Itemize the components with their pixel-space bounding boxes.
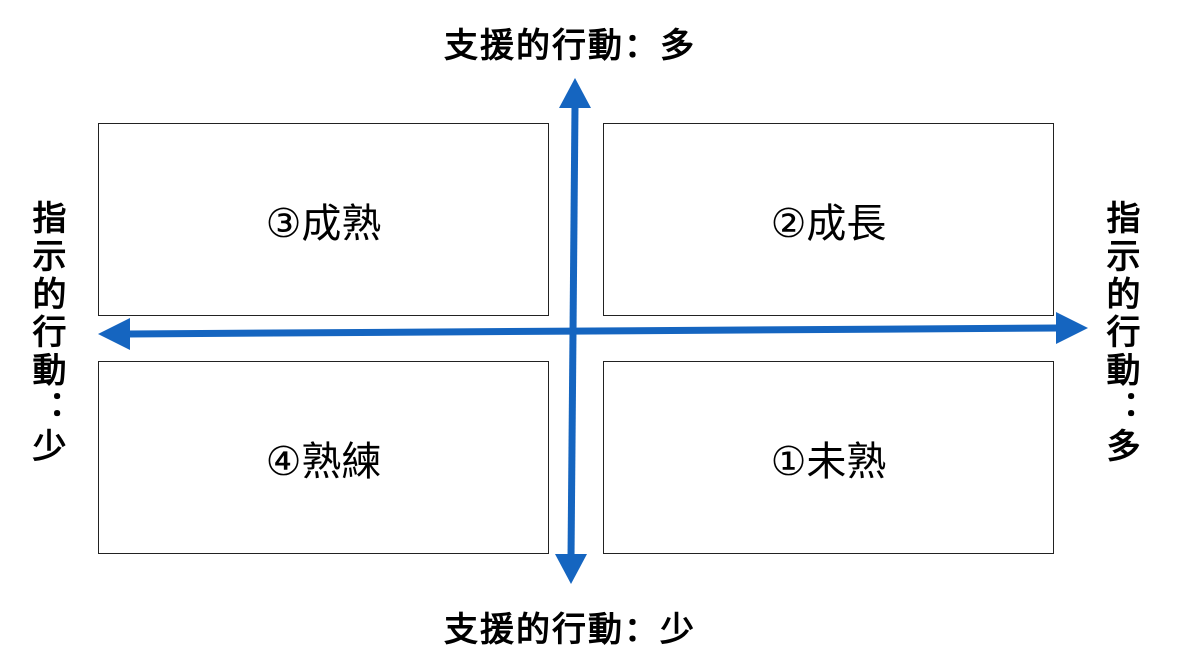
quadrant-bottom-left-label: ④熟練 <box>265 438 382 485</box>
vertical-axis-up-arrowhead <box>559 78 591 108</box>
horizontal-axis-right-arrowhead <box>1056 312 1088 344</box>
quadrant-bottom-right-label: ①未熟 <box>770 438 887 485</box>
quadrant-top-left: ③成熟 <box>98 123 549 316</box>
quadrant-top-right-label: ②成長 <box>770 200 887 247</box>
x-axis-left-label: 指示的行動：少 <box>26 200 66 466</box>
quadrant-top-right: ②成長 <box>603 123 1054 316</box>
quadrant-top-left-label: ③成熟 <box>265 200 382 247</box>
horizontal-axis-left-arrowhead <box>98 318 130 350</box>
vertical-axis-line <box>567 105 579 559</box>
quadrant-bottom-right: ①未熟 <box>603 361 1054 554</box>
vertical-axis-down-arrowhead <box>555 554 587 584</box>
y-axis-top-label: 支援的行動：多 <box>444 26 696 66</box>
y-axis-bottom-label: 支援的行動：少 <box>444 610 696 650</box>
horizontal-axis-line <box>127 324 1059 338</box>
x-axis-right-label: 指示的行動：多 <box>1100 200 1140 466</box>
quadrant-bottom-left: ④熟練 <box>98 361 549 554</box>
